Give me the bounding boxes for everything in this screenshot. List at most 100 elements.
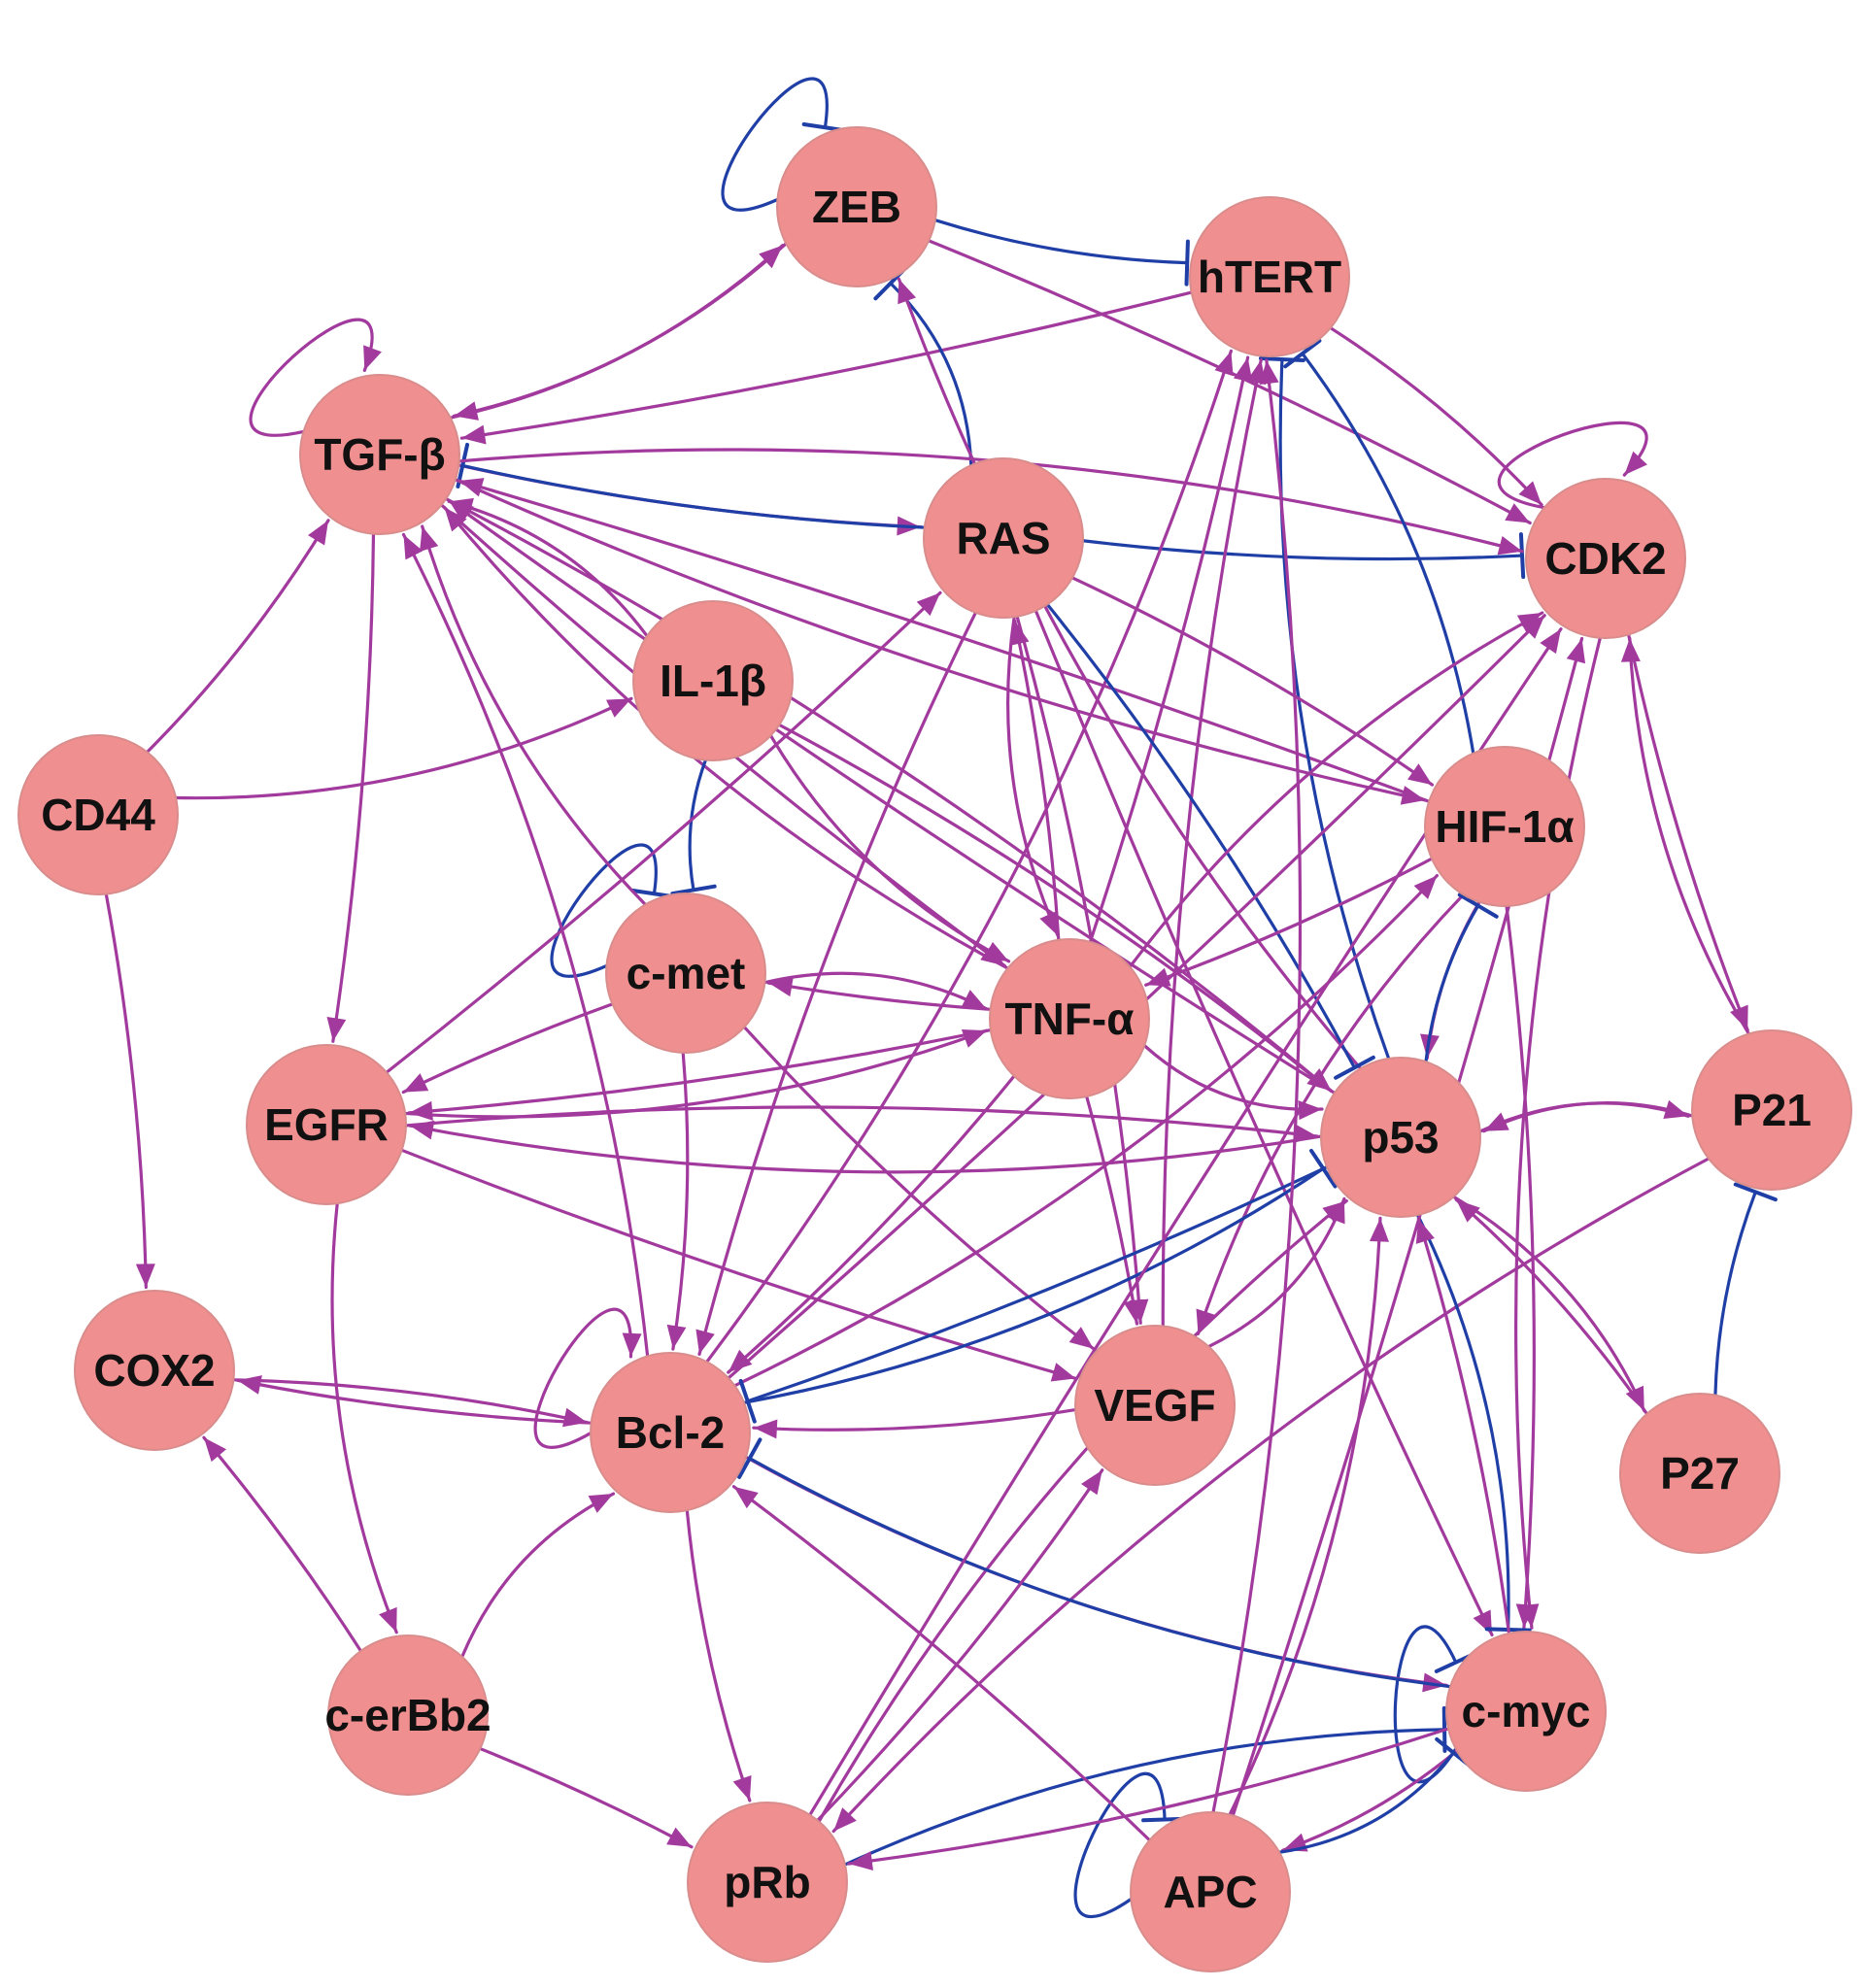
edge-line: [1281, 1749, 1459, 1852]
edge-line: [1070, 576, 1435, 787]
edge-line: [1627, 632, 1749, 1032]
edge-IL1b-TNFa: [768, 733, 1011, 963]
edge-line: [460, 463, 927, 529]
node-circle: [1189, 196, 1350, 357]
edge-line: [459, 290, 1194, 440]
node-label: APC: [1163, 1867, 1257, 1917]
node-P27: P27: [1619, 1393, 1780, 1554]
node-label: p53: [1362, 1112, 1439, 1162]
edge-line: [889, 282, 973, 467]
edge-line: [1034, 609, 1494, 1637]
edge-line: [1277, 1751, 1455, 1854]
edge-line: [748, 1457, 1452, 1689]
edge-line: [1454, 1197, 1649, 1416]
inhibition-bar: [1457, 893, 1499, 919]
node-circle: [246, 1044, 407, 1205]
arrow-head: [848, 1851, 873, 1870]
arrow-head: [961, 1028, 987, 1048]
node-cerBb2: c-erBb2: [324, 1634, 491, 1796]
edge-RAS-HIF1a: [1070, 576, 1435, 787]
node-label: CD44: [41, 790, 155, 840]
node-label: CDK2: [1544, 533, 1666, 584]
node-label: hTERT: [1198, 252, 1341, 302]
node-p53: p53: [1320, 1057, 1481, 1218]
node-label: c-myc: [1462, 1686, 1591, 1736]
node-circle: [1130, 1811, 1291, 1972]
edge-VEGF-p53: [1206, 1196, 1346, 1349]
edge-line: [458, 479, 1431, 803]
edge-line: [1128, 611, 1544, 969]
edge-line: [1478, 1101, 1690, 1133]
edge-Bcl2-TGFb: [401, 532, 650, 1358]
edge-line: [1228, 1216, 1382, 1817]
edge-line: [1451, 1195, 1646, 1413]
edge-line: [1161, 357, 1263, 1329]
arrow-head: [1624, 451, 1647, 476]
node-CD44: CD44: [17, 734, 179, 895]
node-circle: [590, 1352, 751, 1513]
edge-line: [1006, 615, 1060, 938]
node-label: c-erBb2: [324, 1690, 491, 1740]
edge-ZEB-CDK2: [927, 239, 1532, 525]
edge-cerBb2-Bcl2: [460, 1492, 616, 1659]
arrow-head: [1730, 1004, 1748, 1030]
edge-line: [742, 1166, 1325, 1404]
arrow-head: [695, 1329, 715, 1355]
edge-line: [688, 758, 708, 892]
edge-cmet-TGFb: [420, 524, 647, 906]
edge-line: [1278, 357, 1391, 1061]
edge-line: [843, 1728, 1446, 1867]
arrow-head: [768, 977, 794, 997]
edge-line: [1393, 1625, 1458, 1784]
edge-IL1b-cmet: [670, 758, 717, 896]
node-label: VEGF: [1094, 1380, 1215, 1431]
edge-p53-HIF1a: [1424, 893, 1499, 1063]
node-label: P21: [1732, 1085, 1812, 1135]
arrow-head: [420, 526, 439, 552]
arrow-head: [403, 1073, 429, 1093]
node-label: P27: [1660, 1448, 1740, 1499]
edge-line: [1416, 1217, 1511, 1635]
edge-APC-p53: [1228, 1216, 1389, 1817]
inhibition-bar: [1184, 239, 1190, 286]
node-circle: [1691, 1029, 1852, 1191]
arrow-head: [1420, 1033, 1440, 1059]
arrow-head: [1009, 621, 1030, 646]
edge-line: [1196, 893, 1466, 1335]
arrow-head: [1196, 1308, 1215, 1334]
node-TGFb: TGF-β: [299, 374, 460, 535]
inhibition-bar: [1309, 1148, 1338, 1189]
edge-cmet-TNFa: [763, 971, 989, 1011]
node-label: IL-1β: [660, 656, 766, 706]
node-circle: [1320, 1057, 1481, 1218]
arrow-head: [606, 698, 631, 718]
node-IL1b: IL-1β: [632, 600, 794, 761]
edge-line: [1497, 421, 1648, 510]
edge-line: [817, 1198, 1348, 1824]
edge-line: [763, 971, 989, 1011]
edge-line: [231, 1378, 590, 1425]
arrow-head: [666, 1324, 687, 1350]
node-P21: P21: [1691, 1029, 1852, 1191]
arrow-head: [1068, 1327, 1094, 1349]
edge-line: [671, 1051, 690, 1351]
edge-cmyc-Bcl2: [737, 1437, 1452, 1689]
node-CDK2: CDK2: [1525, 478, 1686, 639]
node-label: pRb: [724, 1857, 810, 1907]
node-APC: APC: [1130, 1811, 1291, 1972]
edge-APC-cmyc: [1277, 1736, 1473, 1854]
edge-pRb-cmyc: [843, 1705, 1447, 1867]
edge-HIF1a-TNFa: [1144, 857, 1434, 987]
arrow-head: [1369, 1218, 1389, 1242]
edge-line: [407, 1028, 993, 1115]
inhibition-bar: [1733, 1182, 1778, 1202]
node-cmyc: c-myc: [1445, 1631, 1607, 1792]
edge-line: [1081, 539, 1524, 561]
node-RAS: RAS: [923, 457, 1084, 619]
arrow-head: [1456, 1199, 1480, 1223]
node-HIF1a: HIF-1α: [1424, 746, 1585, 907]
arrow-head: [363, 345, 382, 371]
edge-line: [400, 1148, 1078, 1380]
arrow-head: [1233, 357, 1253, 383]
